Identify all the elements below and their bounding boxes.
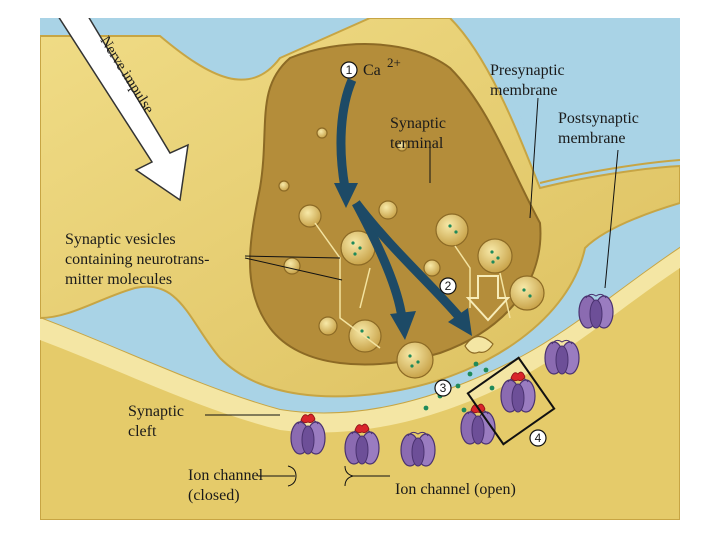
- postsynaptic-membrane-label-1: Postsynaptic: [558, 110, 639, 127]
- step-4-marker: 4: [535, 431, 542, 445]
- synaptic-terminal-label-1: Synaptic: [390, 115, 446, 132]
- vesicles-label-3: mitter molecules: [65, 271, 172, 288]
- synaptic-vesicle-icon: [435, 213, 469, 247]
- step-1-marker: 1: [346, 63, 353, 77]
- synaptic-vesicle-icon: [509, 275, 545, 311]
- synaptic-vesicle-icon: [278, 180, 290, 192]
- postsynaptic-membrane-label-2: membrane: [558, 130, 626, 147]
- step-2-marker: 2: [445, 279, 452, 293]
- ion-channel-closed-label-1: Ion channel: [188, 467, 264, 484]
- calcium-superscript: 2+: [387, 55, 401, 70]
- nerve-impulse-arrow-icon: [56, 5, 189, 202]
- synaptic-vesicle-icon: [316, 127, 328, 139]
- synaptic-vesicle-icon: [396, 341, 434, 379]
- vesicle-path-arrows: [314, 222, 511, 349]
- vesicles-label-2: containing neurotrans-: [65, 251, 209, 268]
- synaptic-vesicle-icon: [423, 259, 441, 277]
- synaptic-vesicle-icon: [477, 238, 513, 274]
- synaptic-vesicle-icon: [318, 316, 338, 336]
- vesicles-label-1: Synaptic vesicles: [65, 231, 176, 248]
- synaptic-vesicle-icon: [283, 257, 301, 275]
- synaptic-vesicle-icon: [298, 204, 322, 228]
- calcium-label: Ca: [363, 62, 381, 79]
- presynaptic-membrane-label-2: membrane: [490, 82, 558, 99]
- postsynaptic-cell: [39, 246, 681, 521]
- synaptic-vesicle-icon: [378, 200, 398, 220]
- cleft-label-1: Synaptic: [128, 403, 184, 420]
- step-3-marker: 3: [440, 381, 447, 395]
- synaptic-vesicle-icon: [396, 140, 408, 152]
- synapse-diagram: Nerve impulse 1 2 3 4: [39, 5, 681, 521]
- presynaptic-membrane-label-1: Presynaptic: [490, 62, 565, 79]
- step-markers: 1 2 3 4: [340, 61, 547, 447]
- ion-channel-closed-label-2: (closed): [188, 487, 240, 504]
- synaptic-vesicles: [278, 127, 545, 379]
- ion-channel-open-label: Ion channel (open): [395, 481, 516, 498]
- synaptic-terminal-label-2: terminal: [390, 135, 444, 152]
- step-4-highlight-box: [466, 356, 556, 446]
- exocytosis-arrow-icon: [352, 200, 472, 340]
- released-neurotransmitter: [423, 361, 495, 413]
- cleft-label-2: cleft: [128, 423, 157, 440]
- synapse-illustration: Nerve impulse 1 2 3 4: [39, 5, 681, 521]
- upper-right-extracellular: [460, 18, 680, 178]
- synaptic-cleft-band: [40, 248, 680, 433]
- calcium-influx-arrow-icon: [336, 78, 357, 189]
